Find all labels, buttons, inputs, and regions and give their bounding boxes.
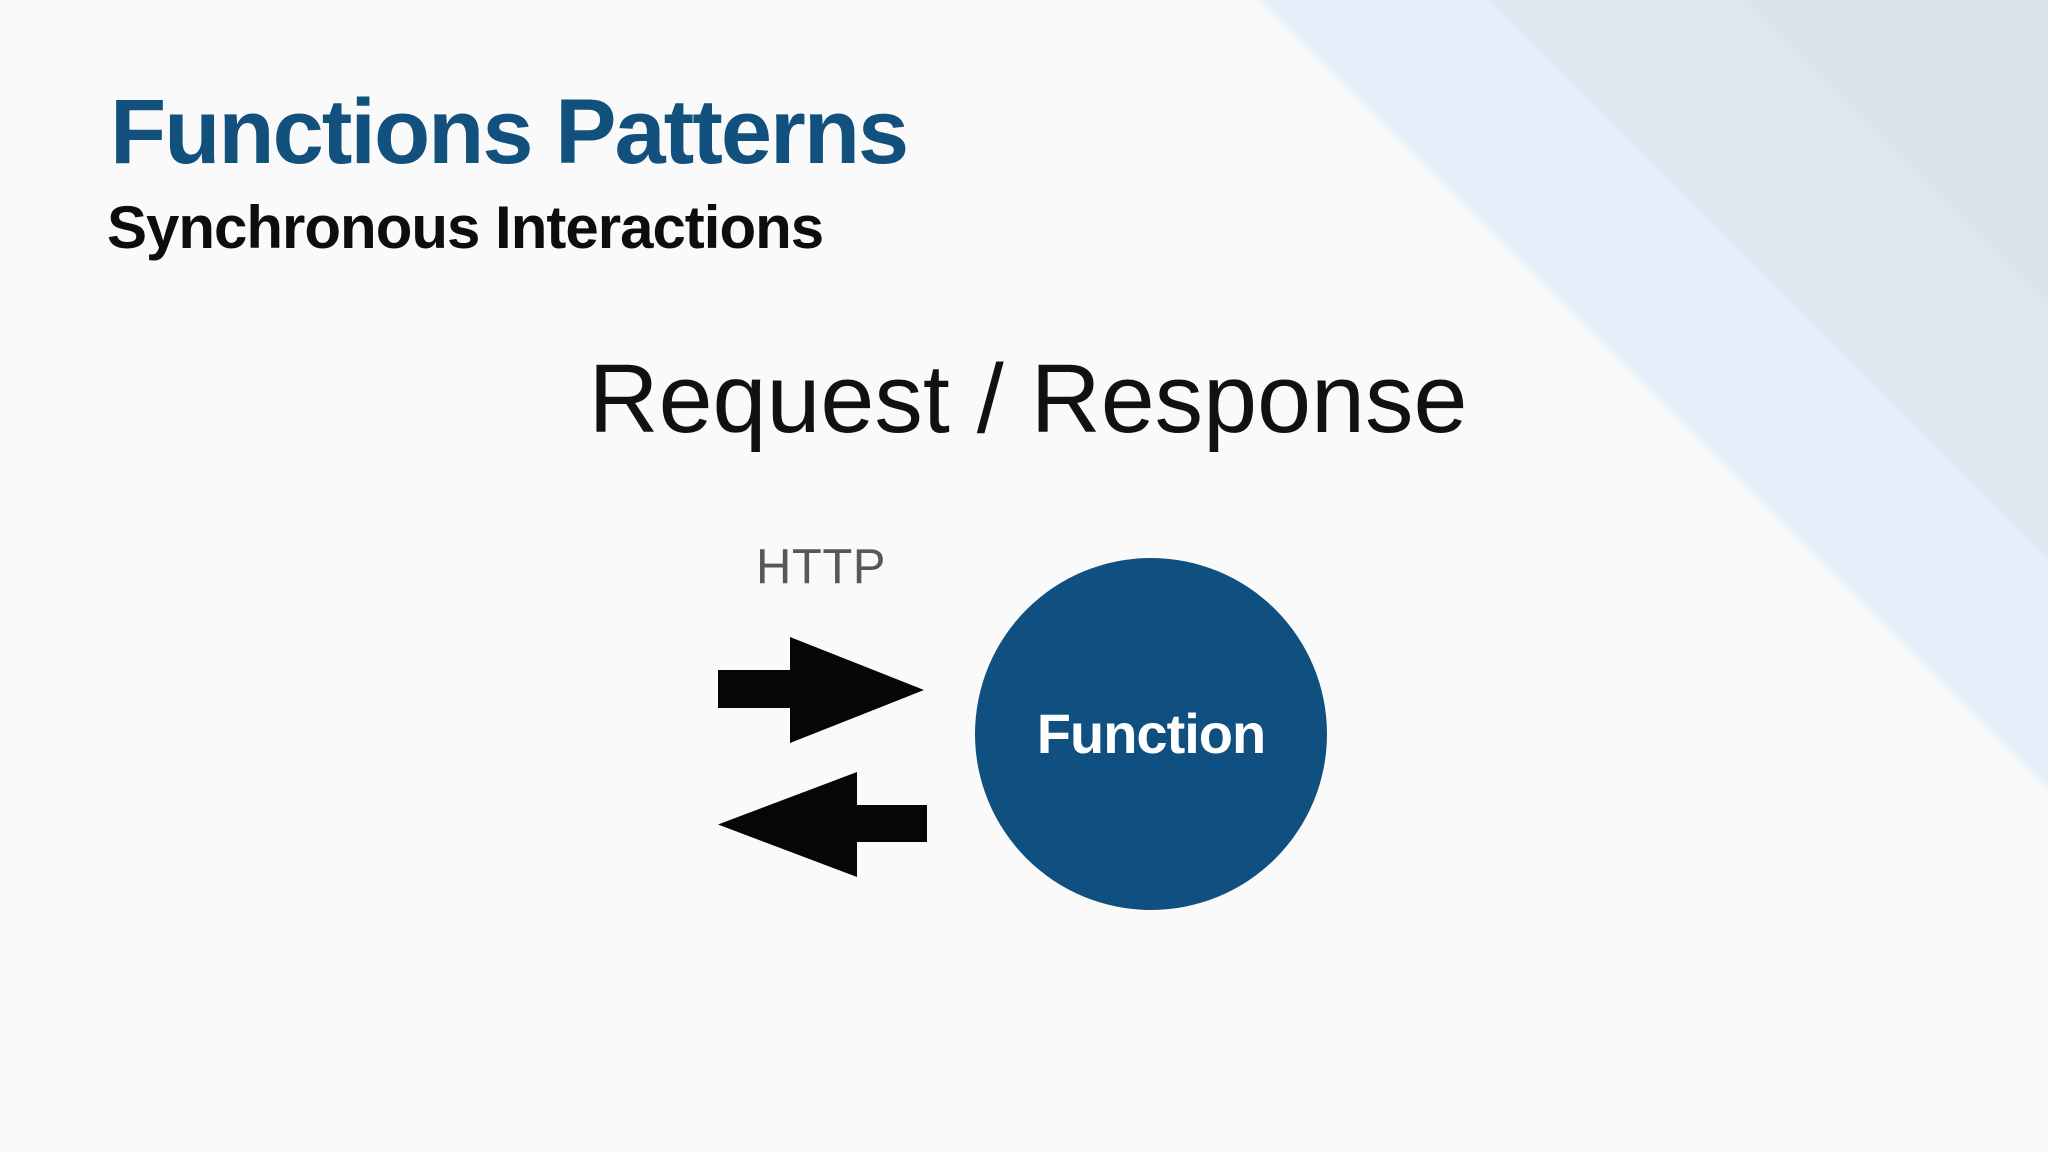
pattern-heading: Request / Response <box>588 344 1468 453</box>
response-arrow-left-icon <box>718 772 927 877</box>
http-protocol-label: HTTP <box>756 540 886 594</box>
request-arrow-right-icon <box>718 637 924 743</box>
slide-subtitle: Synchronous Interactions <box>107 194 824 261</box>
function-node-label: Function <box>1036 701 1266 765</box>
function-node-circle: Function <box>975 558 1327 910</box>
slide-title: Functions Patterns <box>110 81 909 183</box>
